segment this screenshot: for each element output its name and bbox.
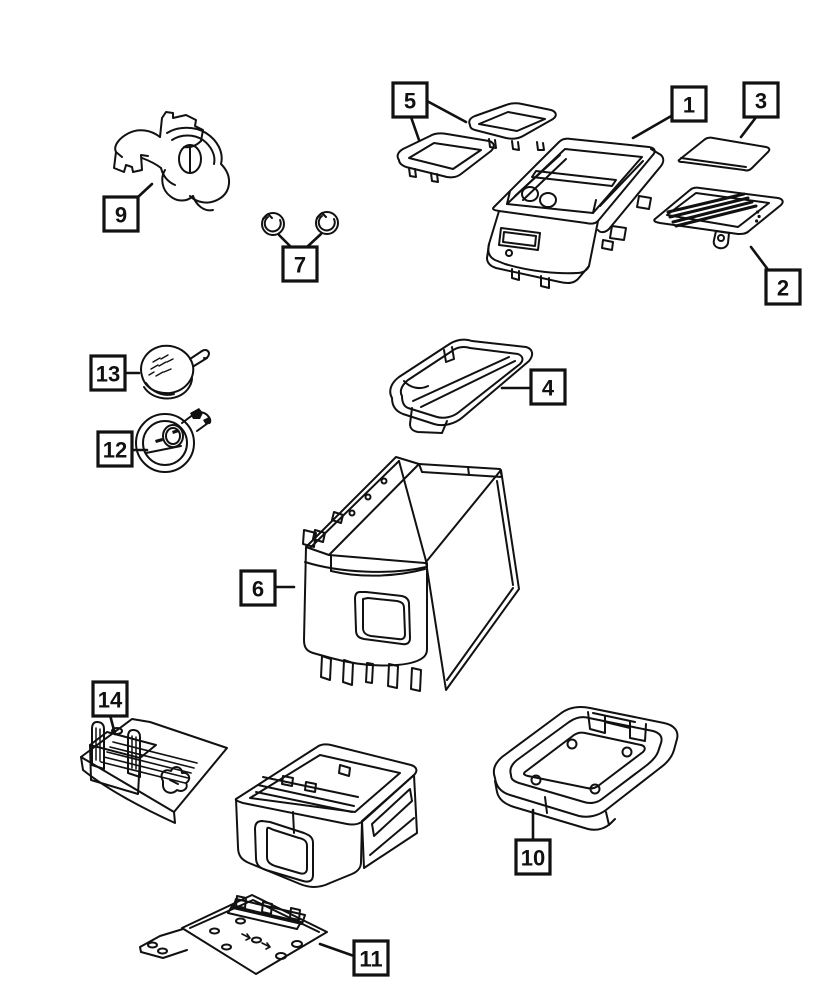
callout-7-leader-line	[305, 232, 323, 249]
callout-5-leader-line	[425, 99, 468, 124]
callout-5-box	[391, 81, 429, 119]
callout-11-number: 11	[359, 947, 382, 972]
callout-1-leader-line	[631, 113, 675, 140]
callout-12-number: 12	[103, 438, 127, 463]
part-12-power-outlet-socket	[135, 408, 212, 473]
callout-14-number: 14	[98, 688, 123, 713]
part-11-mounting-bracket-plate	[139, 894, 328, 975]
callout-5-leader-line	[409, 115, 421, 142]
callout-10-box	[514, 838, 552, 876]
callout-3-number: 3	[755, 89, 767, 114]
callout-4: 4	[500, 368, 567, 406]
callout-7-number: 7	[294, 253, 306, 278]
console-base-drawer	[234, 743, 418, 888]
callout-2-box	[764, 268, 802, 306]
part-3-liner-pad	[677, 136, 771, 172]
callout-10-number: 10	[521, 846, 545, 871]
callout-14-leader-line	[108, 713, 117, 736]
callout-5-number: 5	[404, 89, 416, 114]
callout-4-box	[529, 368, 567, 406]
part-5-console-bezel-frames	[396, 102, 557, 183]
part-10-console-base-pan	[492, 706, 679, 831]
part-1-console-top-housing	[486, 137, 665, 289]
callout-12-box	[96, 430, 134, 468]
part-13-power-outlet-cap	[140, 344, 210, 400]
callout-2-leader-line	[749, 245, 771, 273]
callout-2: 2	[749, 245, 802, 306]
callout-14: 14	[91, 680, 129, 736]
callout-5: 5	[391, 81, 468, 142]
callout-9-leader-line	[136, 182, 154, 199]
callout-1-number: 1	[683, 93, 695, 118]
callout-1-box	[670, 85, 708, 123]
callout-11-box	[352, 939, 390, 977]
callout-9-number: 9	[115, 203, 127, 228]
callout-6-box	[239, 569, 277, 607]
part-14-organizer-tray	[80, 718, 228, 824]
part-6-console-body	[302, 456, 520, 692]
callout-4-number: 4	[542, 376, 555, 401]
callout-13-number: 13	[96, 362, 120, 387]
callout-2-number: 2	[777, 276, 789, 301]
part-4-storage-bin	[389, 338, 534, 434]
callout-3: 3	[739, 81, 780, 139]
callout-7-leader-line	[277, 233, 293, 249]
callout-11-leader-line	[318, 942, 356, 958]
callout-11: 11	[318, 939, 390, 977]
callout-1: 1	[631, 85, 708, 140]
callout-3-box	[742, 81, 780, 119]
callout-10: 10	[514, 808, 552, 876]
callout-9: 9	[102, 182, 154, 233]
callout-6-number: 6	[252, 577, 264, 602]
part-2-rubber-tray-mat	[653, 186, 784, 250]
part-7-retainer-clips	[261, 211, 339, 236]
callout-13: 13	[89, 354, 141, 392]
part-9-shifter-boot-bracket	[113, 111, 230, 212]
callout-3-leader-line	[739, 114, 759, 139]
callout-7: 7	[277, 232, 323, 283]
callout-12: 12	[96, 430, 149, 468]
callout-14-box	[91, 680, 129, 718]
callout-9-box	[102, 195, 140, 233]
callout-7-box	[281, 245, 319, 283]
callout-6: 6	[239, 569, 296, 607]
callout-13-box	[89, 354, 127, 392]
